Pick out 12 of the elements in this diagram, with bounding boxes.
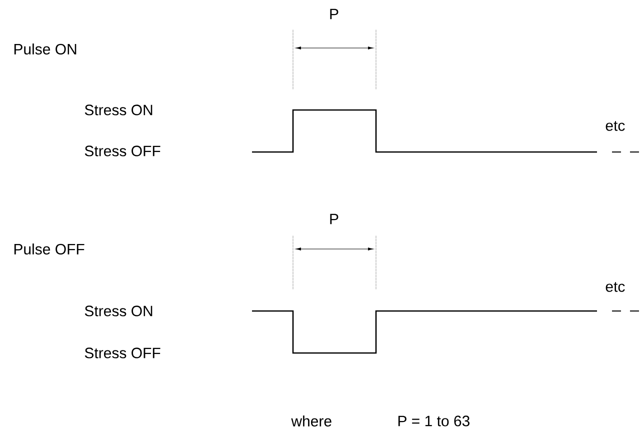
level-label: Stress OFF — [84, 348, 160, 358]
level-label: Stress ON — [84, 306, 152, 316]
continuation-label: etc — [606, 121, 625, 131]
mode-label: Pulse ON — [14, 43, 76, 54]
level-label: Stress ON — [84, 104, 152, 116]
level-label: Stress OFF — [84, 146, 160, 156]
continuation-label: etc — [606, 282, 625, 292]
dimension-label: P — [330, 214, 338, 224]
mode-label: Pulse OFF — [14, 243, 84, 254]
note-text: where — [291, 415, 332, 426]
note-text: P = 1 to 63 — [398, 416, 470, 426]
dimension-label: P — [330, 8, 338, 20]
